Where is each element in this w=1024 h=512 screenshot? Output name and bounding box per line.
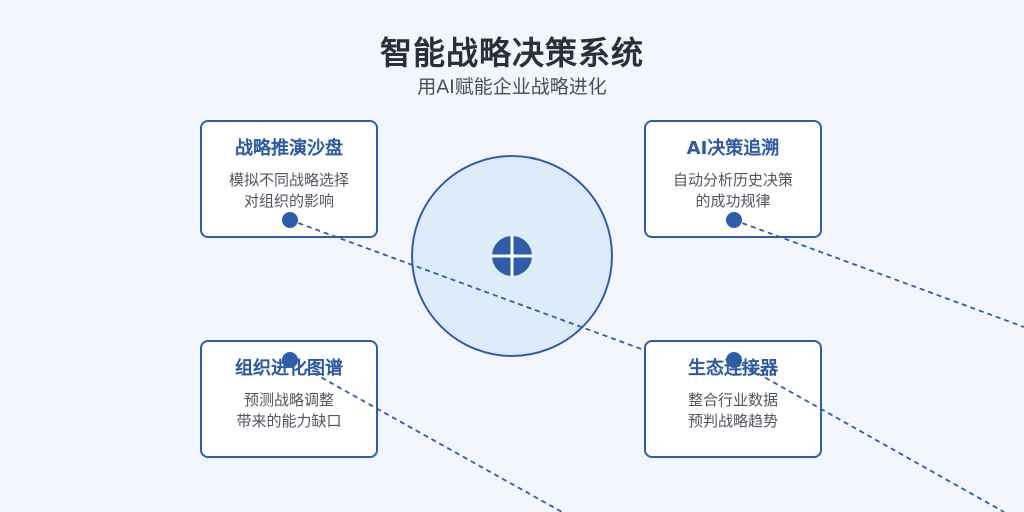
card-description: 自动分析历史决策 的成功规律: [672, 171, 793, 210]
card-title: 战略推演沙盘: [235, 138, 343, 159]
card-description: 整合行业数据 预判战略趋势: [687, 391, 778, 430]
card-ai-decision-trace: AI决策追溯 自动分析历史决策 的成功规律: [644, 120, 822, 238]
cross-circle-icon: [490, 234, 534, 278]
connector-node: [726, 352, 742, 368]
card-ecosystem-connector: 生态连接器 整合行业数据 预判战略趋势: [644, 340, 822, 458]
card-description: 预测战略调整 带来的能力缺口: [236, 391, 342, 430]
card-description: 模拟不同战略选择 对组织的影响: [228, 171, 349, 210]
connector-line: [289, 359, 563, 512]
card-title: 生态连接器: [688, 358, 778, 379]
page-title: 智能战略决策系统: [379, 34, 644, 72]
connector-line: [733, 359, 1005, 512]
connector-node: [726, 212, 742, 228]
connector-line: [733, 219, 1024, 328]
page-subtitle: 用AI赋能企业战略进化: [417, 76, 607, 98]
connector-node: [282, 212, 298, 228]
card-title: AI决策追溯: [686, 138, 780, 159]
connector-node: [282, 352, 298, 368]
